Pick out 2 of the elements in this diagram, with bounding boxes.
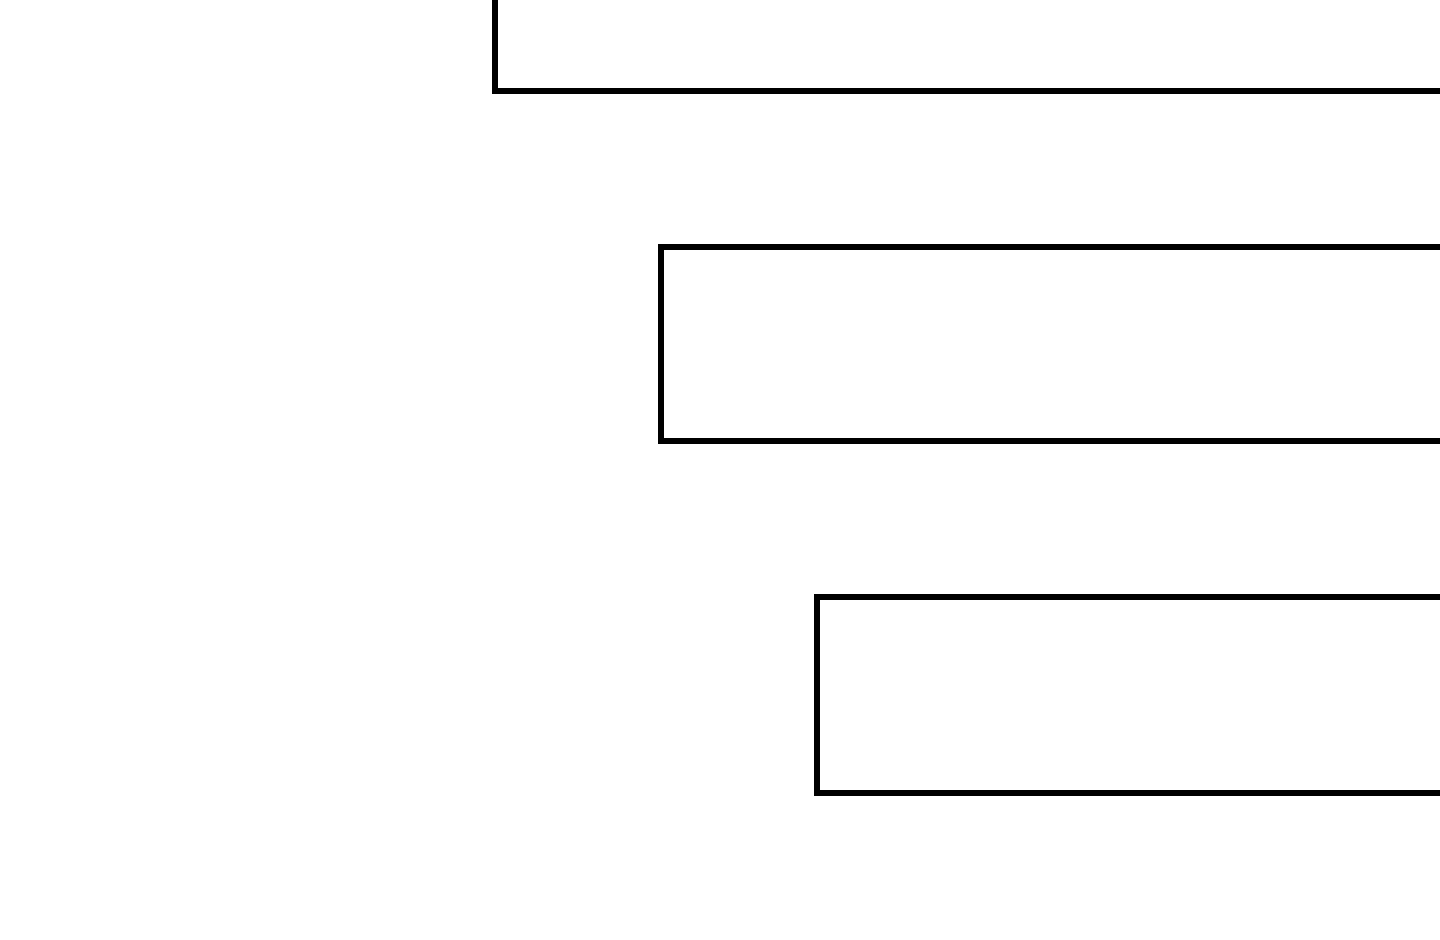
empty-box [814,594,1440,796]
empty-box [658,244,1440,444]
